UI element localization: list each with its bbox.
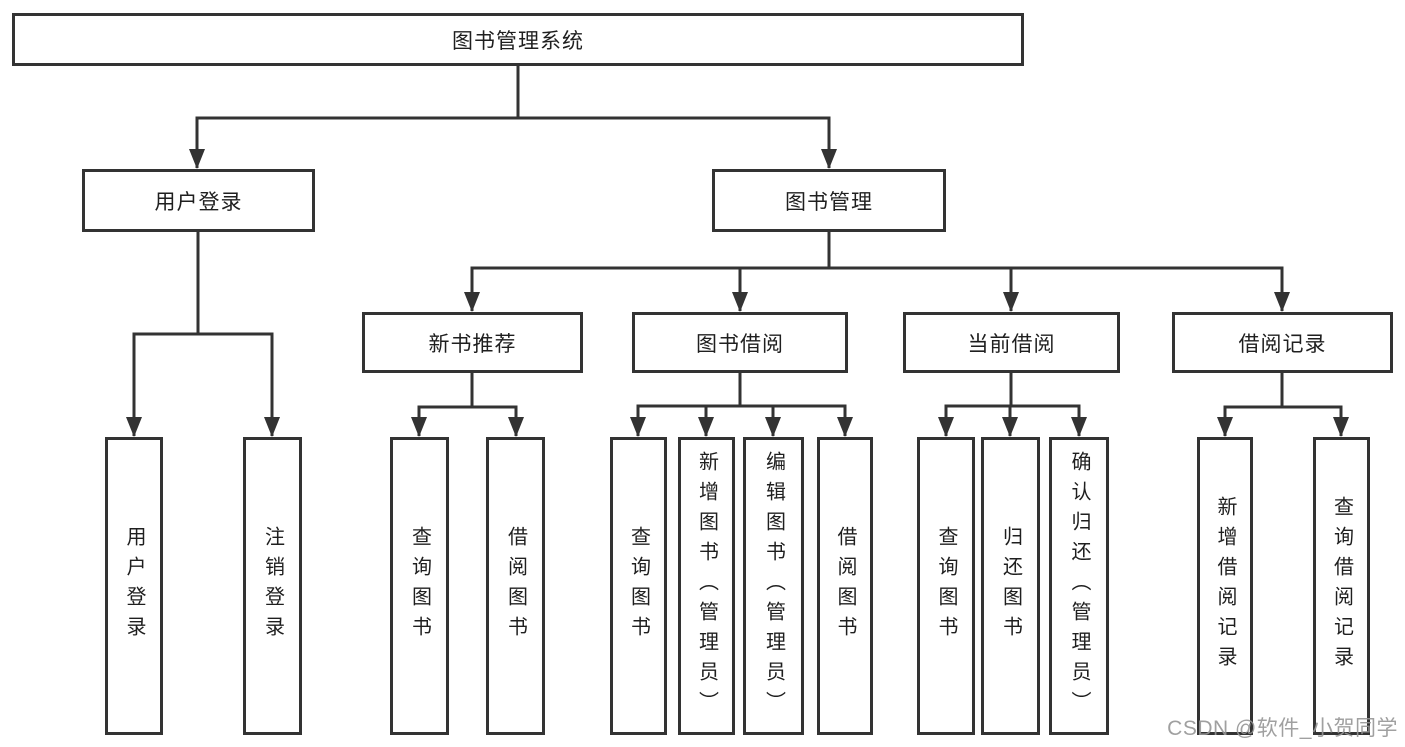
connector-root-to-level2 [189,66,837,169]
leaf-label: 归还图书 [999,526,1022,646]
leaf-borrow-books-recommend: 借阅图书 [486,437,545,735]
leaf-confirm-return-admin: 确认归还（管理员） [1049,437,1109,735]
leaf-label: 新增图书（管理员） [695,451,718,721]
leaf-user-login: 用户登录 [105,437,163,735]
node-book-borrowing: 图书借阅 [632,312,848,373]
node-system-root: 图书管理系统 [12,13,1024,66]
leaf-return-books: 归还图书 [981,437,1040,735]
leaf-query-books-current: 查询图书 [917,437,975,735]
node-user-login: 用户登录 [82,169,315,232]
node-label: 用户登录 [154,190,243,214]
connector-user-login-to-leaves [126,232,280,437]
leaf-label: 查询图书 [627,526,650,646]
leaf-label: 查询图书 [408,526,431,646]
leaf-label: 借阅图书 [834,526,856,646]
node-new-book-recommend: 新书推荐 [362,312,583,373]
node-label: 借阅记录 [1238,332,1327,356]
leaf-logout: 注销登录 [243,437,302,735]
leaf-query-books-borrowing: 查询图书 [610,437,667,735]
node-label: 图书管理系统 [452,29,584,53]
connector-book-borrowing-to-leaves [630,373,853,437]
leaf-borrow-books-borrowing: 借阅图书 [817,437,873,735]
connector-book-management-to-level3 [464,232,1290,312]
leaf-query-books-recommend: 查询图书 [390,437,449,735]
connector-new-book-to-leaves [411,373,524,437]
leaf-label: 注销登录 [261,526,284,646]
leaf-label: 借阅图书 [504,526,527,646]
node-label: 当前借阅 [967,332,1056,356]
connector-borrowing-records-to-leaves [1217,373,1349,437]
node-borrowing-records: 借阅记录 [1172,312,1393,373]
node-book-management: 图书管理 [712,169,946,232]
node-current-borrowing: 当前借阅 [903,312,1120,373]
leaf-edit-books-admin: 编辑图书（管理员） [743,437,804,735]
node-label: 图书管理 [785,190,873,214]
leaf-label: 查询借阅记录 [1330,496,1353,676]
leaf-add-borrow-record: 新增借阅记录 [1197,437,1253,735]
leaf-label: 编辑图书（管理员） [762,451,785,721]
leaf-label: 查询图书 [935,526,957,646]
leaf-label: 确认归还（管理员） [1068,451,1090,721]
leaf-query-borrow-record: 查询借阅记录 [1313,437,1370,735]
node-label: 图书借阅 [696,332,784,356]
leaf-label: 用户登录 [123,526,145,646]
leaf-label: 新增借阅记录 [1214,496,1236,676]
leaf-add-books-admin: 新增图书（管理员） [678,437,735,735]
node-label: 新书推荐 [428,332,517,356]
connector-current-borrowing-to-leaves [938,373,1087,437]
csdn-watermark: CSDN @软件_小贺同学 [1167,717,1398,740]
